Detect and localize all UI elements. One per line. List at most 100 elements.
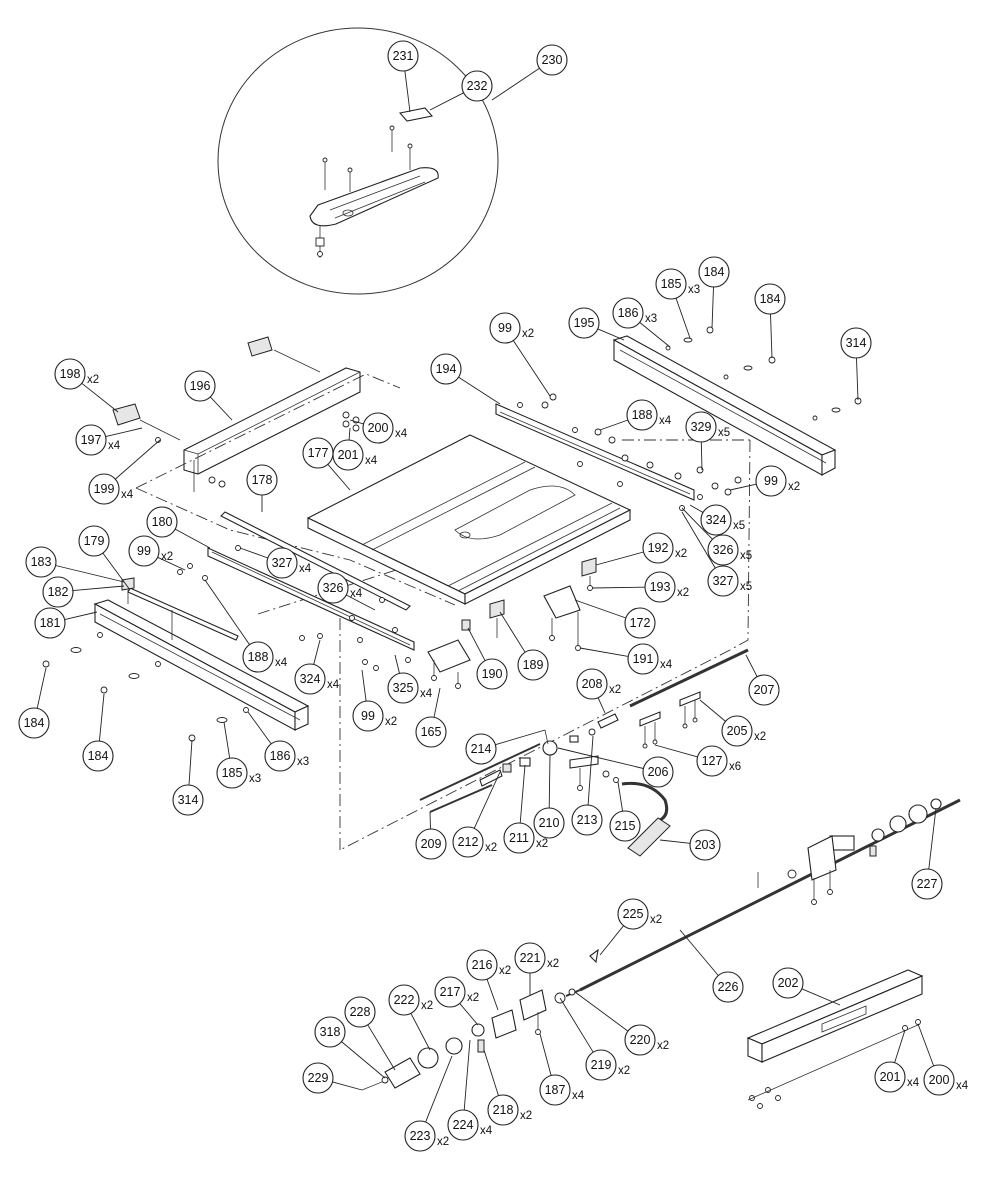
leader-line	[574, 991, 629, 1032]
quantity-label: x2	[609, 684, 621, 696]
leader-line	[346, 594, 376, 611]
leader-line	[425, 1055, 453, 1123]
part-number: 206	[648, 765, 669, 779]
quantity-label: x3	[688, 284, 700, 296]
part-number: 219	[591, 1058, 612, 1072]
table-top	[306, 434, 632, 605]
callout-circle	[517, 649, 549, 681]
leader-line	[894, 1029, 906, 1063]
callout-172: 172	[574, 599, 656, 639]
quantity-label: x3	[249, 773, 261, 785]
leader-line	[483, 1049, 499, 1096]
quantity-label: x4	[327, 679, 340, 691]
callout-circle	[246, 464, 278, 496]
callout-circle	[571, 804, 603, 836]
quantity-label: x6	[729, 761, 741, 773]
part-number: 181	[40, 616, 61, 630]
callout-circle	[302, 1062, 334, 1094]
leader-line	[617, 781, 624, 812]
part-number: 324	[706, 513, 727, 527]
under-table-brackets	[427, 557, 597, 689]
callout-circle	[88, 473, 120, 505]
part-number: 314	[846, 336, 867, 350]
callout-202: 202	[772, 967, 841, 1006]
leader-line	[174, 528, 211, 549]
callout-circle	[576, 668, 608, 700]
part-number: 185	[222, 766, 243, 780]
callout-circle	[721, 715, 753, 747]
callout-180: 180	[146, 506, 211, 549]
rear-guide-rail	[612, 326, 862, 476]
leader-line	[700, 441, 703, 471]
quantity-label: x2	[650, 914, 662, 926]
callout-190: 190	[467, 627, 508, 690]
leader-line	[639, 322, 671, 348]
callout-227: 227	[911, 807, 943, 900]
quantity-label: x4	[956, 1080, 969, 1092]
callout-circle	[748, 674, 780, 706]
callout-195: 195	[568, 307, 625, 341]
leader-line	[681, 507, 713, 540]
part-number: 180	[152, 515, 173, 529]
part-number: 177	[308, 446, 329, 460]
leader-line	[856, 357, 859, 401]
part-number: 225	[623, 907, 644, 921]
part-number: 187	[545, 1083, 566, 1097]
callout-circle	[447, 1109, 479, 1141]
part-number: 216	[472, 958, 493, 972]
leader-line	[102, 552, 131, 591]
callout-circle	[642, 532, 674, 564]
part-number: 212	[458, 835, 479, 849]
callout-circle	[415, 716, 447, 748]
leader-line	[917, 1023, 935, 1067]
callout-229: 229	[302, 1062, 363, 1094]
leader-line	[81, 382, 119, 413]
leader-line	[327, 464, 351, 491]
quantity-label: x5	[718, 427, 730, 439]
part-number: 99	[361, 709, 375, 723]
callout-184: 184	[754, 283, 786, 359]
callout-213: 213	[571, 735, 603, 836]
callout-circle	[685, 411, 717, 443]
callout-circle	[627, 643, 659, 675]
part-number: 186	[270, 749, 291, 763]
leader-line	[557, 747, 644, 769]
callout-196: 196	[184, 370, 233, 421]
callout-circle	[465, 733, 497, 765]
quantity-label: x2	[437, 1136, 449, 1148]
leader-line	[72, 585, 125, 592]
part-number: 220	[630, 1033, 651, 1047]
quantity-label: x4	[121, 489, 134, 501]
leader-line	[595, 551, 644, 566]
part-number: 195	[574, 316, 595, 330]
callout-230: 230	[491, 44, 568, 101]
leader-line	[332, 1081, 363, 1091]
callout-182: 182	[42, 576, 125, 608]
callout-circle	[352, 700, 384, 732]
quantity-label: x4	[350, 588, 363, 600]
part-number: 324	[300, 672, 321, 686]
quantity-label: x2	[788, 481, 800, 493]
quantity-label: x2	[536, 838, 548, 850]
callout-circle	[317, 572, 349, 604]
callout-225: 225 x2	[599, 898, 662, 956]
leader-line	[463, 1039, 471, 1111]
quantity-label: x2	[547, 958, 559, 970]
part-number: 172	[630, 616, 651, 630]
quantity-label: x4	[275, 657, 288, 669]
callout-circle	[536, 44, 568, 76]
leader-line	[247, 711, 272, 745]
